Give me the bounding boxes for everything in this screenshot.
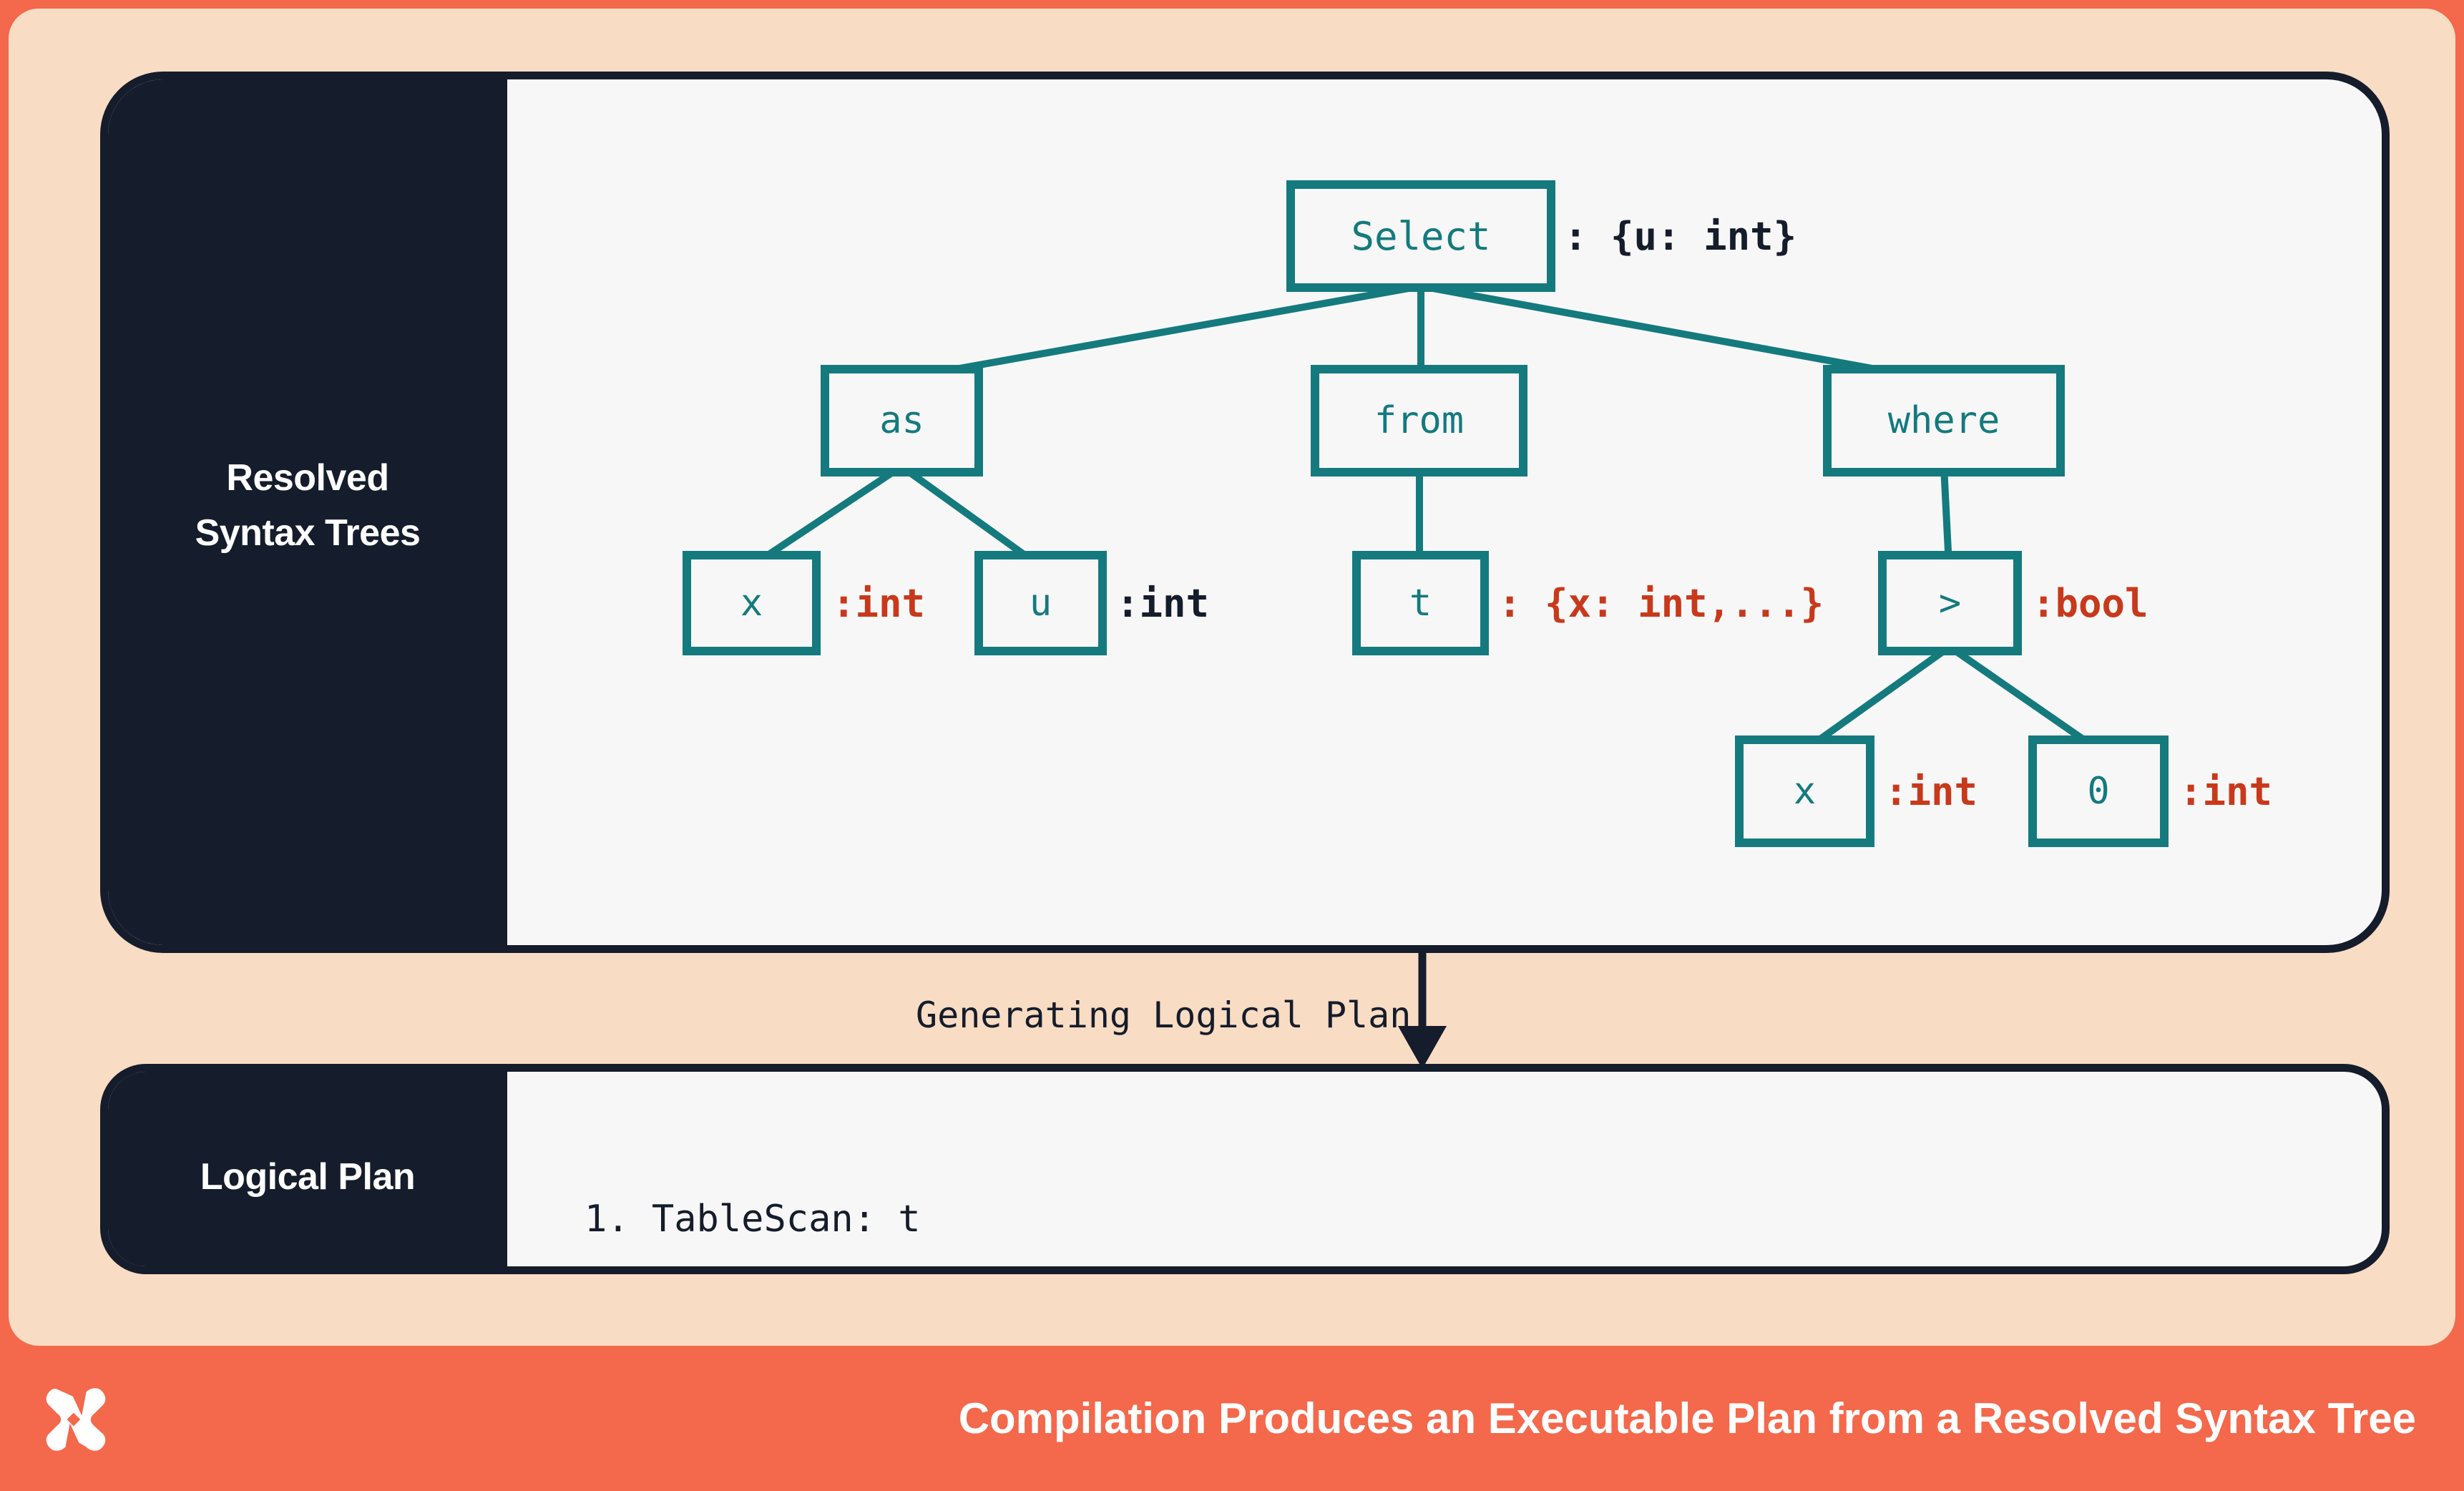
tree-annotation-x1: :int [832,580,926,626]
tree-node-select-label: Select [1351,213,1491,259]
tree-node-t-label: t [1409,582,1432,625]
tree-node-x1: x [683,551,821,655]
tree-node-select: Select [1286,180,1555,292]
tree-node-gt-label: > [1938,582,1962,625]
transition-label: Generating Logical Plan [916,994,1412,1036]
resolved-syntax-trees-panel: Resolved Syntax Trees [100,72,2390,953]
tree-annotation-u: :int [1116,580,1210,626]
pinwheel-logo-icon [46,1388,106,1451]
resolved-panel-sidebar: Resolved Syntax Trees [108,79,507,945]
logical-plan-step-1: 1. TableScan: t [585,1198,921,1241]
tree-node-zero-label: 0 [2087,770,2110,813]
tree-node-where-label: where [1887,399,2000,442]
tree-node-t: t [1352,551,1489,655]
resolved-panel-title-line1: Resolved [226,457,389,499]
tree-node-gt: > [1878,551,2022,655]
logical-plan-steps: 1. TableScan: t 2. Filter: t.x > 0 3. Pr… [585,1100,1100,1266]
tree-annotation-t: : {x: int,...} [1498,580,1824,626]
tree-node-from-label: from [1374,399,1465,442]
tree-node-u-label: u [1029,582,1052,625]
logical-plan-title: Logical Plan [200,1156,416,1198]
tree-node-x2: x [1735,735,1874,847]
tree-annotation-x2: :int [1884,768,1978,814]
tree-node-u: u [974,551,1107,655]
tree-annotation-zero: :int [2179,768,2273,814]
tree-node-zero: 0 [2028,735,2169,847]
logical-plan-panel: Logical Plan 1. TableScan: t 2. Filter: … [100,1064,2390,1274]
tree-node-as-label: as [879,399,924,442]
footer-banner: Compilation Produces an Executable Plan … [0,1346,2464,1491]
tree-annotation-select: : {u: int} [1564,213,1797,259]
tree-node-x2-label: x [1793,770,1817,813]
tree-node-as: as [821,365,983,476]
resolved-panel-title: Resolved Syntax Trees [108,451,507,561]
resolved-panel-title-line2: Syntax Trees [195,512,421,554]
logical-plan-sidebar: Logical Plan [108,1072,507,1266]
tree-node-from: from [1311,365,1527,476]
tree-node-where: where [1823,365,2065,476]
tree-annotation-gt: :bool [2032,580,2148,626]
footer-title: Compilation Produces an Executable Plan … [958,1394,2416,1442]
tree-node-x1-label: x [740,582,763,625]
